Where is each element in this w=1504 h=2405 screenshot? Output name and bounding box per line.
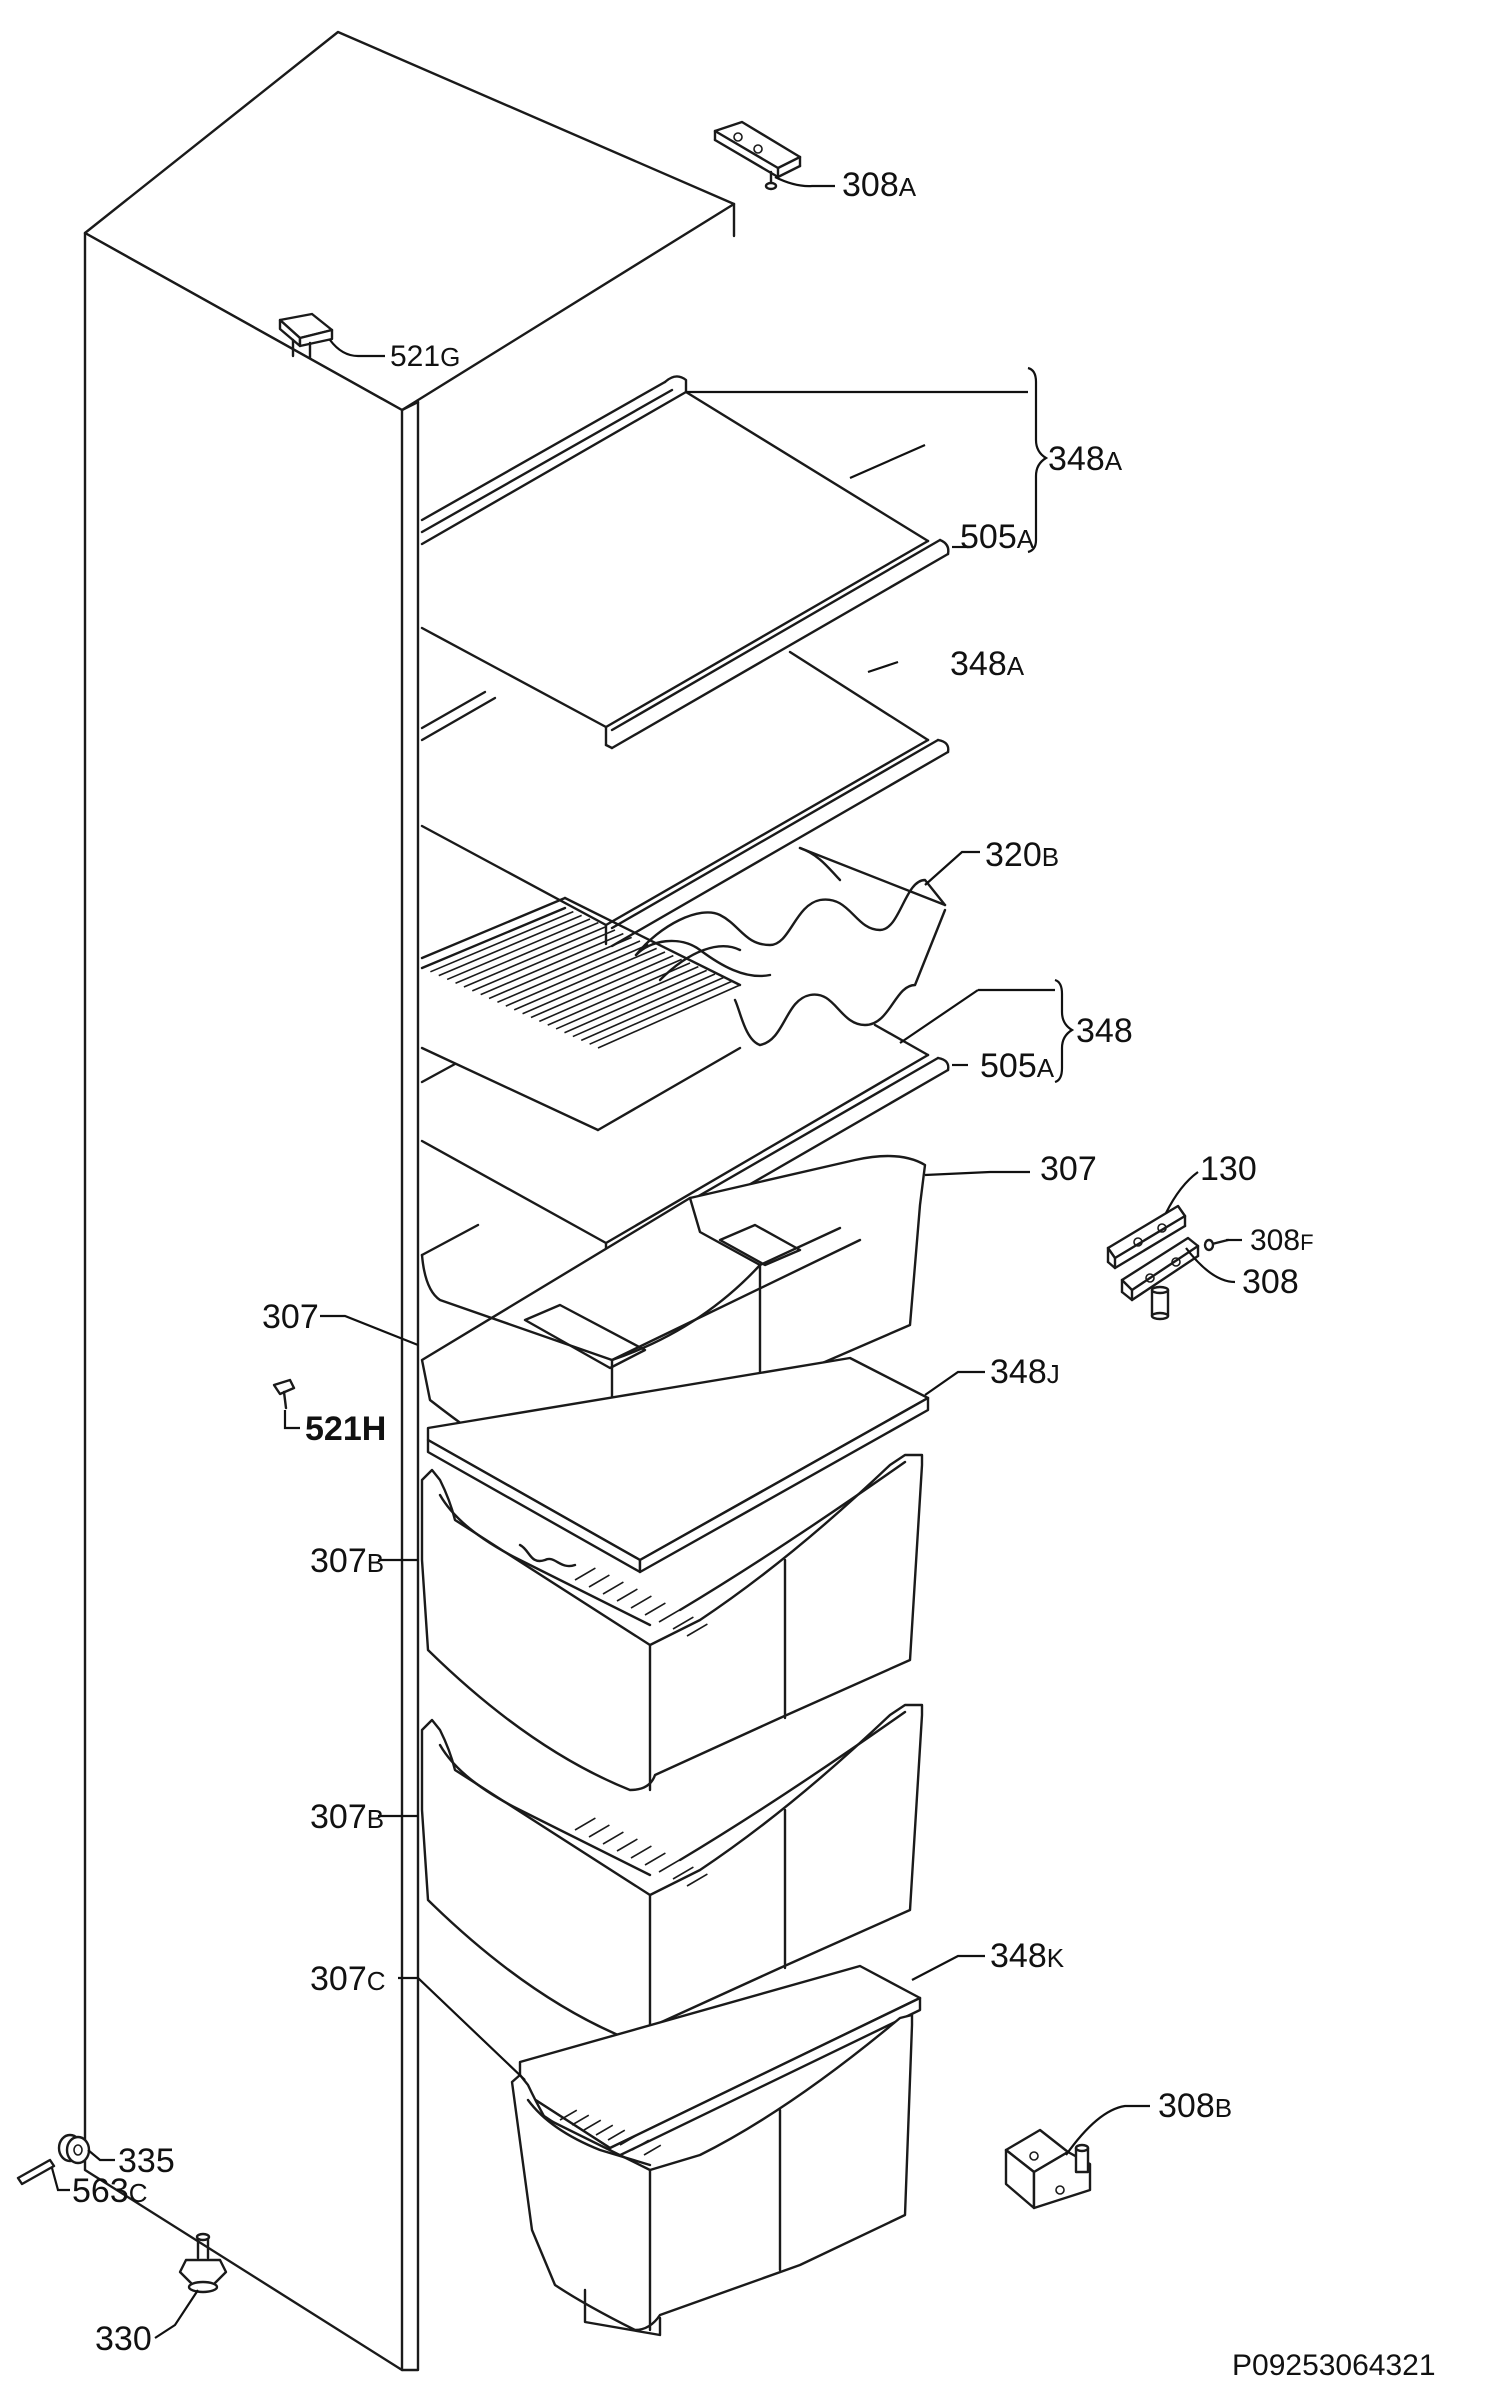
bushing-335: [57, 2133, 91, 2165]
callout-308: 308: [1242, 1263, 1299, 1301]
callout-348a-second: 348A: [950, 645, 1025, 683]
wire-shelf-grille: [420, 896, 742, 1132]
glass-shelf-348a-second: [420, 650, 950, 948]
cabinet-front-edge: [400, 400, 420, 2372]
door-hinge-130-308: [1106, 1204, 1200, 1321]
callout-330: 330: [95, 2320, 152, 2358]
callout-130: 130: [1200, 1150, 1257, 1188]
bottle-rack-320b: [634, 846, 947, 1047]
freezer-basket-307c-bottom: [510, 2013, 914, 2337]
top-hinge-308a: [713, 120, 802, 191]
glass-shelf-348a-top: [420, 375, 950, 750]
callout-348: 348: [1076, 1012, 1133, 1050]
screw-521h: [272, 1378, 296, 1410]
callout-307-right: 307: [1040, 1150, 1097, 1188]
glass-cover-348j: [426, 1356, 930, 1574]
callout-307c: 307C: [310, 1960, 386, 1998]
callout-308f: 308F: [1250, 1224, 1314, 1257]
callout-335: 335: [118, 2142, 175, 2180]
callout-348a-top: 348A: [1048, 440, 1123, 478]
cabinet-side-face: [83, 231, 404, 2372]
screw-308f: [1203, 1238, 1230, 1252]
bottom-hinge-308b: [1004, 2128, 1092, 2210]
cabinet-body: [83, 30, 736, 2372]
callout-505a-top: 505A: [960, 518, 1035, 556]
callout-308b: 308B: [1158, 2087, 1232, 2125]
foot-330: [178, 2232, 228, 2294]
callout-307-left: 307: [262, 1298, 319, 1336]
callout-320b: 320B: [985, 836, 1059, 874]
pin-563c: [16, 2158, 56, 2186]
callout-labels: 308A 521G 348A 505A 348A 320B 348 505A 3…: [72, 166, 1314, 2358]
callout-348j: 348J: [990, 1353, 1060, 1391]
callout-563c: 563C: [72, 2172, 148, 2210]
callout-348k: 348K: [990, 1937, 1065, 1975]
freezer-basket-307b-upper: [420, 1453, 924, 1792]
callout-307b-lower: 307B: [310, 1798, 384, 1836]
callout-505a-lower: 505A: [980, 1047, 1055, 1085]
top-cap-521g: [278, 312, 334, 360]
drawing-code: P09253064321: [1232, 2349, 1436, 2382]
callout-307b-upper: 307B: [310, 1542, 384, 1580]
leader-lines: [50, 176, 1242, 2339]
callout-521h: 521H: [305, 1410, 386, 1448]
freezer-basket-307b-lower: [420, 1703, 924, 2042]
callout-308a: 308A: [842, 166, 917, 204]
callout-521g: 521G: [390, 340, 460, 373]
